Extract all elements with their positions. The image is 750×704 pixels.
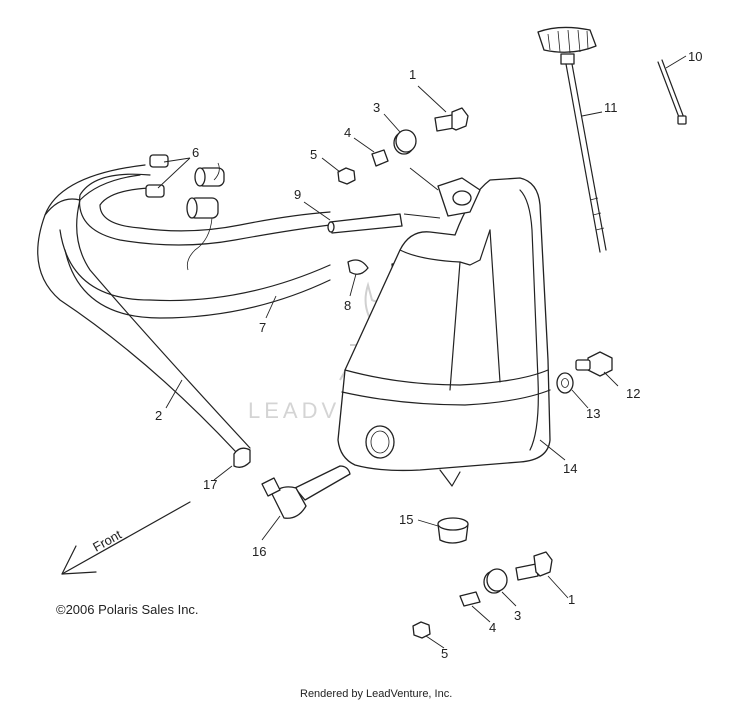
- callout-10: 10: [688, 49, 702, 64]
- fitting-16: [261, 465, 351, 519]
- front-label: Front: [90, 527, 124, 555]
- clamp-8: [347, 259, 369, 275]
- vent-hose-2: [37, 164, 251, 453]
- front-arrow: [61, 501, 191, 575]
- callout-1-top: 1: [409, 67, 416, 82]
- callout-12: 12: [626, 386, 640, 401]
- callout-3-top: 3: [373, 100, 380, 115]
- callout-7: 7: [259, 320, 266, 335]
- callout-15: 15: [399, 512, 413, 527]
- bolt-1-bottom: [515, 551, 553, 581]
- callout-8: 8: [344, 298, 351, 313]
- grommet-3-bottom: [483, 568, 508, 594]
- hose-clamps-6: [145, 154, 169, 198]
- callout-5-top: 5: [310, 147, 317, 162]
- washer-13: [556, 372, 574, 394]
- part-10: [657, 59, 687, 125]
- tube-9: [327, 213, 403, 234]
- callout-6: 6: [192, 145, 199, 160]
- cap-15: [437, 517, 469, 544]
- copyright-text: ©2006 Polaris Sales Inc.: [56, 602, 199, 617]
- callout-2: 2: [155, 408, 162, 423]
- rendered-by-text: Rendered by LeadVenture, Inc.: [300, 688, 452, 700]
- callout-9: 9: [294, 187, 301, 202]
- nut-5-bottom: [412, 621, 431, 639]
- callouts: 1 3 4 5 6 9 7 8 2 10 11 12 13 14 15 16 1…: [155, 49, 702, 661]
- spacer-4-bottom: [459, 591, 481, 607]
- vent-plugs: [186, 162, 225, 271]
- vent-hose-7: [59, 173, 331, 319]
- callout-13: 13: [586, 406, 600, 421]
- spacer-4-top: [371, 149, 389, 167]
- sleeve-17: [233, 447, 251, 468]
- dipstick-11: [537, 26, 607, 253]
- callout-3-bottom: 3: [514, 608, 521, 623]
- callout-4-top: 4: [344, 125, 351, 140]
- grommet-3-top: [393, 129, 417, 155]
- nut-5-top: [337, 167, 356, 185]
- callout-5-bottom: 5: [441, 646, 448, 661]
- bolt-1-top: [434, 107, 469, 132]
- oil-tank-14: [337, 177, 551, 487]
- callout-1-bottom: 1: [568, 592, 575, 607]
- callout-16: 16: [252, 544, 266, 559]
- callout-11: 11: [604, 100, 618, 115]
- drain-fitting-12: [575, 351, 613, 377]
- callout-4-bottom: 4: [489, 620, 496, 635]
- callout-14: 14: [563, 461, 577, 476]
- callout-17: 17: [203, 477, 217, 492]
- leader-lines: [157, 55, 687, 649]
